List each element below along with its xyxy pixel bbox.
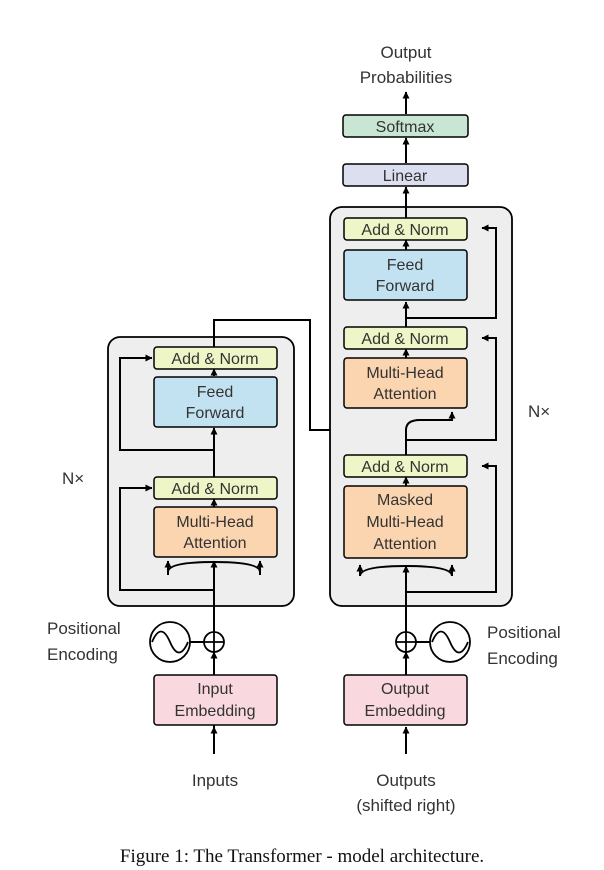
encoder-feed-forward bbox=[153, 376, 278, 428]
decoder-positional-label-1: Positional bbox=[487, 623, 561, 642]
decoder-feed-forward bbox=[343, 249, 468, 301]
input-embedding-label-2: Embedding bbox=[175, 703, 256, 720]
encoder-feed-forward-label-1: Feed bbox=[197, 384, 233, 401]
linear-layer bbox=[342, 163, 469, 187]
encoder-positional-label-2: Encoding bbox=[47, 645, 118, 664]
linear-label: Linear bbox=[383, 168, 428, 185]
inputs-label: Inputs bbox=[192, 771, 238, 790]
encoder-add-icon bbox=[203, 631, 225, 653]
decoder-add-norm-middle bbox=[343, 326, 468, 350]
decoder-add-norm-bottom-label: Add & Norm bbox=[361, 459, 448, 476]
output-embedding-label-1: Output bbox=[381, 681, 430, 698]
decoder-connections bbox=[356, 91, 497, 754]
input-embedding-label-1: Input bbox=[197, 681, 233, 698]
decoder-feed-forward-label-2: Forward bbox=[376, 278, 435, 295]
decoder-masked-label-1: Masked bbox=[377, 492, 433, 509]
decoder-repeat-label: N× bbox=[528, 402, 550, 421]
output-probabilities-label-1: Output bbox=[380, 43, 431, 62]
encoder-add-norm-bottom bbox=[153, 476, 278, 500]
decoder-add-icon bbox=[395, 631, 417, 653]
decoder-feed-forward-label-1: Feed bbox=[387, 257, 423, 274]
decoder-add-norm-middle-label: Add & Norm bbox=[361, 331, 448, 348]
encoder-mha-label-2: Attention bbox=[183, 535, 246, 552]
outputs-label-1: Outputs bbox=[376, 771, 436, 790]
decoder-mha-label-2: Attention bbox=[373, 386, 436, 403]
decoder-masked-label-3: Attention bbox=[373, 536, 436, 553]
encoder-add-norm-bottom-label: Add & Norm bbox=[171, 481, 258, 498]
decoder-masked-multi-head-attention bbox=[343, 485, 468, 559]
encoder-sine-wave-icon bbox=[149, 621, 191, 663]
decoder-add-norm-top-label: Add & Norm bbox=[361, 222, 448, 239]
decoder-positional-label-2: Encoding bbox=[487, 649, 558, 668]
encoder-mha-label-1: Multi-Head bbox=[176, 514, 253, 531]
encoder-multi-head-attention bbox=[153, 506, 278, 558]
output-embedding bbox=[343, 674, 468, 726]
encoder-add-norm-top bbox=[153, 346, 278, 370]
decoder-multi-head-attention bbox=[343, 357, 468, 409]
decoder-masked-label-2: Multi-Head bbox=[366, 514, 443, 531]
output-embedding-label-2: Embedding bbox=[365, 703, 446, 720]
output-probabilities-label-2: Probabilities bbox=[360, 68, 453, 87]
softmax-layer bbox=[342, 114, 469, 138]
encoder-add-norm-top-label: Add & Norm bbox=[171, 351, 258, 368]
input-embedding bbox=[153, 674, 278, 726]
decoder-sine-wave-icon bbox=[429, 621, 471, 663]
encoder-feed-forward-label-2: Forward bbox=[186, 405, 245, 422]
encoder-repeat-label: N× bbox=[62, 469, 84, 488]
outputs-label-2: (shifted right) bbox=[356, 796, 455, 815]
decoder-mha-label-1: Multi-Head bbox=[366, 365, 443, 382]
softmax-label: Softmax bbox=[376, 119, 435, 136]
encoder-positional-label-1: Positional bbox=[47, 619, 121, 638]
decoder-add-norm-top bbox=[343, 217, 468, 241]
figure-caption: Figure 1: The Transformer - model archit… bbox=[120, 846, 484, 867]
decoder-add-norm-bottom bbox=[343, 454, 468, 478]
